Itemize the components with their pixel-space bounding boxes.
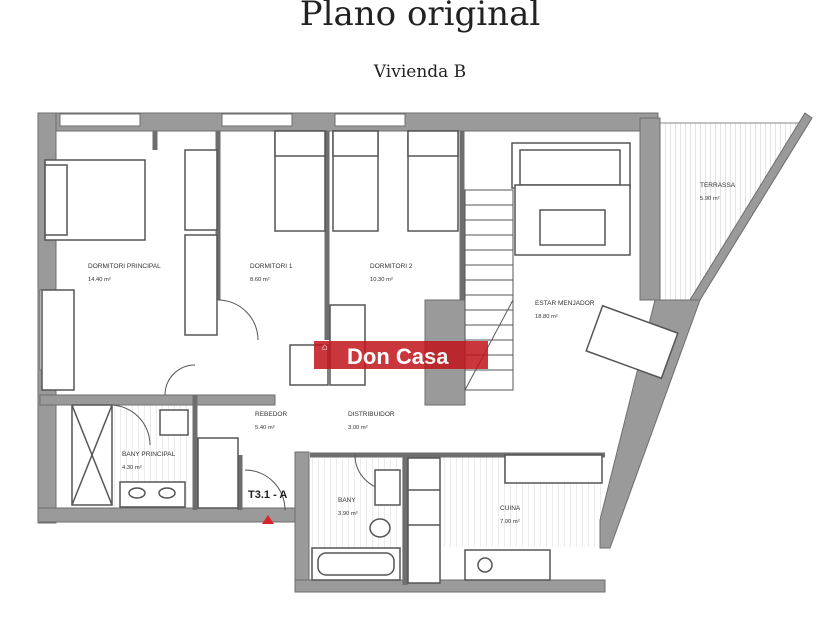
plan-subtitle: Vivienda B xyxy=(373,62,467,82)
room-label-dormitori-2: DORMITORI 2 10.30 m² xyxy=(370,263,413,283)
beds xyxy=(44,130,459,241)
room-area: 14.40 m² xyxy=(88,277,111,283)
room-area: 8.60 m² xyxy=(250,277,270,283)
entry-marker-icon xyxy=(262,515,274,524)
room-area: 5.90 m² xyxy=(700,196,720,202)
room-area: 18.80 m² xyxy=(535,314,558,320)
watermark-text: Don Casa xyxy=(347,344,449,369)
room-name: DORMITORI 2 xyxy=(370,263,413,270)
living-furniture xyxy=(511,142,679,380)
room-area: 7.00 m² xyxy=(500,519,520,525)
room-label-distribuidor: DISTRIBUIDOR 3.00 m² xyxy=(348,411,395,431)
watermark: ⌂ Don Casa xyxy=(314,341,488,369)
staircase xyxy=(464,189,514,391)
room-name: CUINA xyxy=(500,505,521,512)
room-label-dormitori-1: DORMITORI 1 8.60 m² xyxy=(250,263,293,283)
bath-fixtures xyxy=(71,404,603,584)
room-name: REBEDOR xyxy=(255,411,287,418)
unit-code: T3.1 - A xyxy=(248,489,287,501)
room-area: 10.30 m² xyxy=(370,277,393,283)
room-name: DISTRIBUIDOR xyxy=(348,411,395,418)
room-name: TERRASSA xyxy=(700,182,736,189)
room-label-estar-menjador: ESTAR MENJADOR 18.80 m² xyxy=(535,300,595,320)
room-area: 3.00 m² xyxy=(348,425,368,431)
room-label-bany: BANY 3.90 m² xyxy=(338,497,358,517)
plan-title: Plano original xyxy=(299,0,541,34)
room-area: 3.90 m² xyxy=(338,511,358,517)
room-name: BANY xyxy=(338,497,356,504)
room-name: BANY PRINCIPAL xyxy=(122,451,176,458)
room-name: DORMITORI PRINCIPAL xyxy=(88,263,161,270)
door-swings xyxy=(109,299,391,511)
room-name: ESTAR MENJADOR xyxy=(535,300,595,307)
room-name: DORMITORI 1 xyxy=(250,263,293,270)
room-label-bany-principal: BANY PRINCIPAL 4.30 m² xyxy=(122,451,176,471)
room-label-rebedor: REBEDOR 5.40 m² xyxy=(255,411,287,431)
room-label-terrassa: TERRASSA 5.90 m² xyxy=(700,182,736,202)
room-area: 5.40 m² xyxy=(255,425,275,431)
room-label-cuina: CUINA 7.00 m² xyxy=(500,505,521,525)
room-area: 4.30 m² xyxy=(122,465,142,471)
room-label-dormitori-principal: DORMITORI PRINCIPAL 14.40 m² xyxy=(88,263,161,283)
watermark-logo-icon: ⌂ xyxy=(322,342,328,353)
